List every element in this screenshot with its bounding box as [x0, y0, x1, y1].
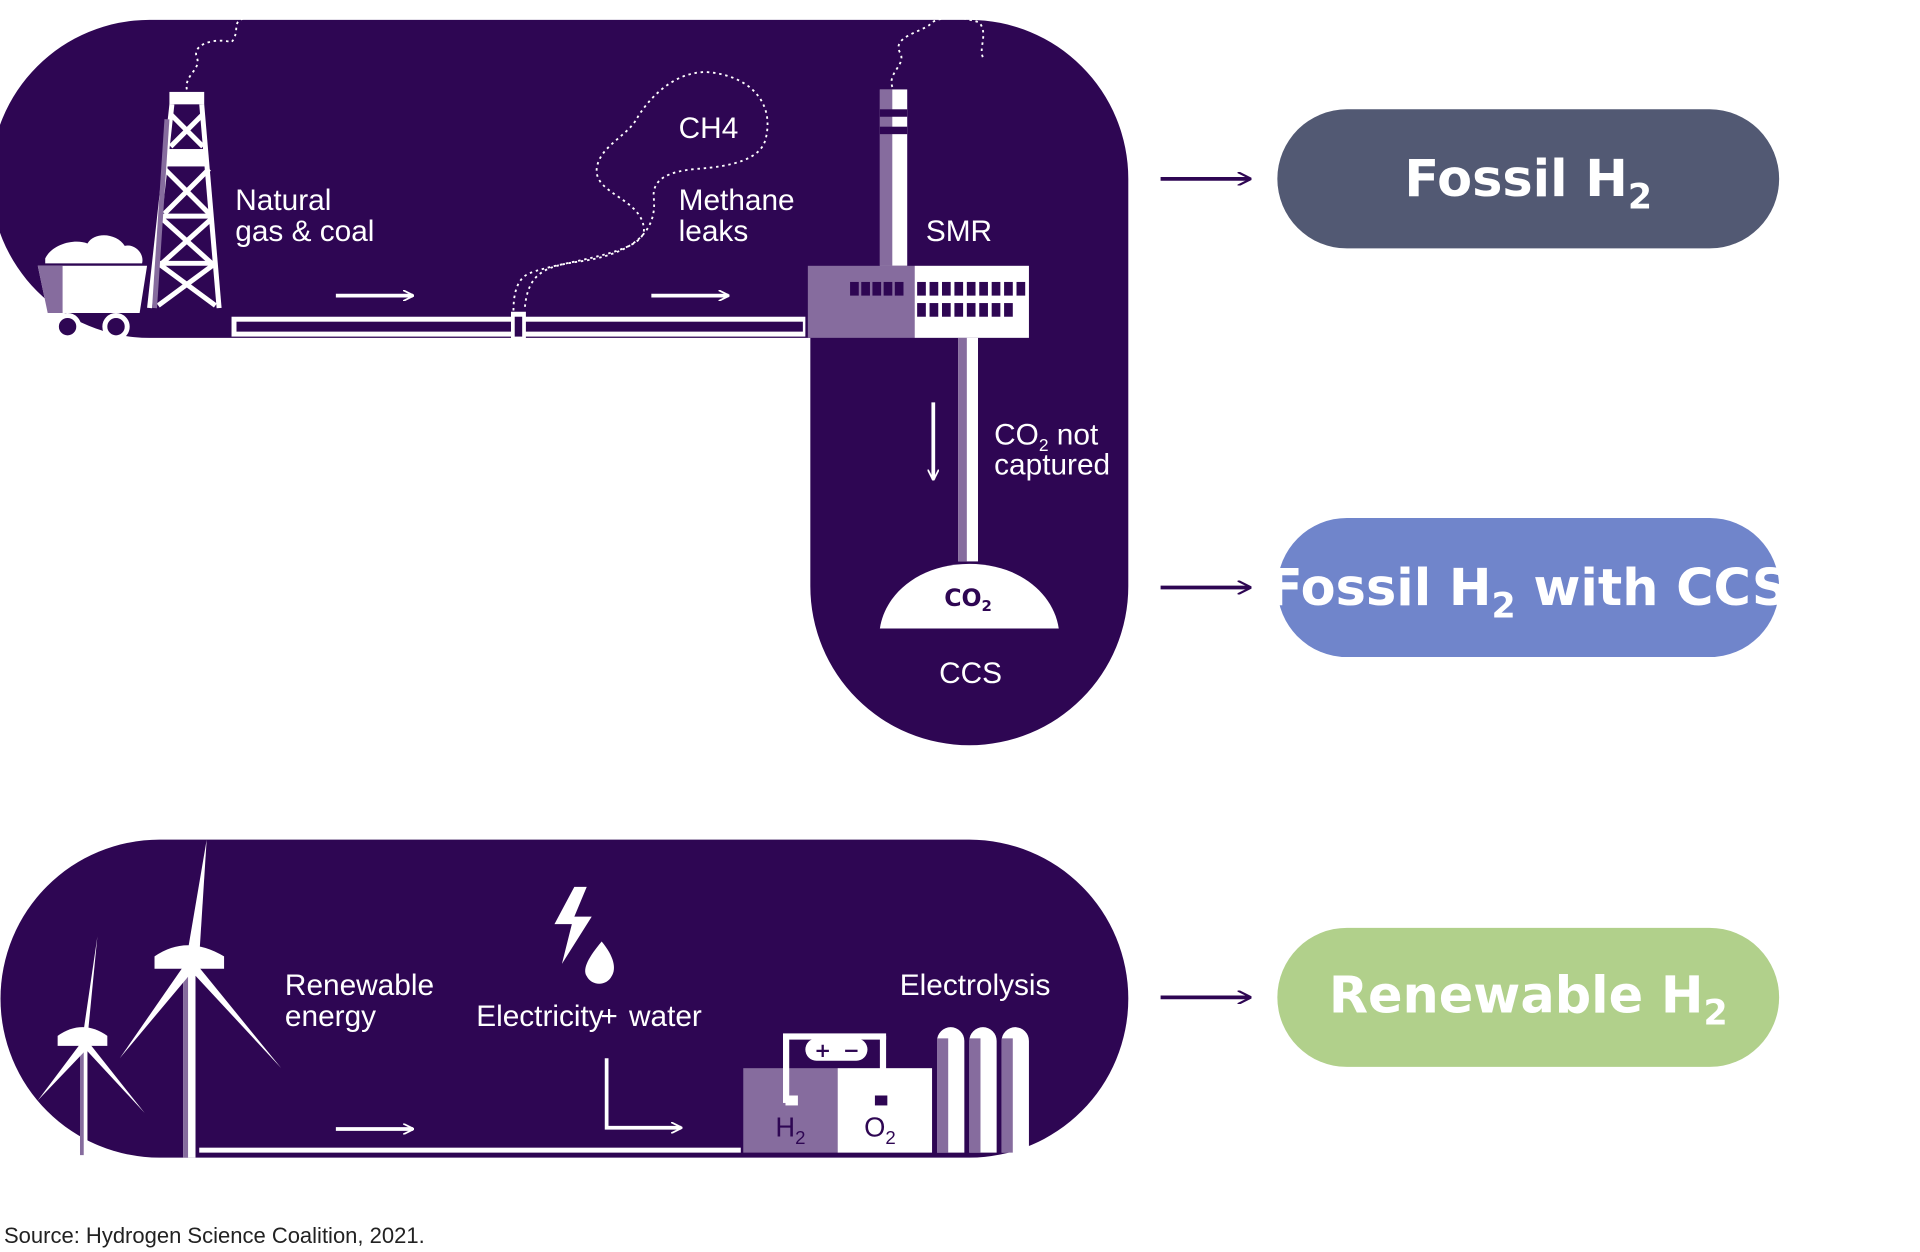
co2-not-subscript: 2: [1039, 435, 1049, 455]
electrolyzer-icon: + − H2 O2: [743, 1033, 933, 1153]
fossil-h2-ccs-pill: [1277, 517, 1780, 658]
plus-label: +: [600, 1000, 617, 1033]
co2-not-co: CO: [994, 419, 1039, 452]
fossil-h2-label: Fossil H2: [1404, 150, 1652, 217]
methane-leaks-label-line1: Methane: [679, 184, 795, 217]
fossil-panel-background: [0, 19, 1129, 746]
lightning-water-icon: [554, 886, 615, 984]
co2-not-rest: not: [1049, 419, 1099, 452]
oil-derrick-icon: [147, 16, 294, 309]
co2-storage-icon: CO2: [879, 337, 1059, 629]
source-caption: Source: Hydrogen Science Coalition, 2021…: [4, 1223, 425, 1248]
methane-leaks-label-line2: leaks: [679, 215, 749, 248]
water-label: water: [628, 1000, 702, 1033]
svg-text:O2: O2: [864, 1111, 896, 1147]
renewable-h2-label: Renewable H2: [1329, 966, 1728, 1033]
ccs-h2-main: Fossil H: [1268, 559, 1492, 618]
natural-gas-label-line1: Natural: [235, 184, 331, 217]
renewable-h2-pill: [1277, 927, 1780, 1067]
battery-plus-sign: +: [814, 1039, 831, 1062]
ccs-h2-subscript: 2: [1491, 586, 1515, 626]
renewable-h2-main: Renewable H: [1329, 966, 1704, 1025]
svg-text:CO2: CO2: [944, 584, 992, 615]
renewable-energy-label-line1: Renewable: [285, 969, 434, 1002]
pipeline-icon: [231, 71, 806, 342]
fossil-h2-subscript: 2: [1628, 178, 1652, 218]
electrolysis-label: Electrolysis: [900, 969, 1051, 1002]
coal-cart-icon: [37, 235, 148, 341]
renewable-energy-label-line2: energy: [285, 1000, 376, 1033]
svg-text:H2: H2: [775, 1111, 805, 1147]
h2-cell-label: H: [775, 1111, 795, 1142]
smr-label: SMR: [926, 215, 992, 248]
ccs-dome-co2-label: CO: [944, 584, 981, 612]
wind-turbine-icon: [37, 839, 282, 1158]
co2-not-captured-label-line1: CO2 not: [994, 419, 1099, 455]
ch4-label: CH4: [679, 112, 739, 145]
fossil-h2-ccs-label: Fossil H2 with CCS: [1268, 559, 1789, 626]
battery-minus-sign: −: [843, 1039, 860, 1062]
fossil-h2-main: Fossil H: [1404, 150, 1628, 209]
h2-cell-subscript: 2: [795, 1127, 805, 1148]
renewable-h2-subscript: 2: [1703, 994, 1727, 1034]
o2-cell-label: O: [864, 1111, 885, 1142]
ccs-dome-co2-subscript: 2: [982, 597, 992, 615]
flow-arrow-to-electrolysis: [604, 1058, 682, 1128]
ccs-h2-rest: with CCS: [1516, 559, 1789, 618]
fossil-h2-pill: [1277, 109, 1780, 249]
hydrogen-tanks-icon: [937, 1027, 1029, 1153]
ccs-label: CCS: [939, 657, 1002, 690]
electricity-label: Electricity: [476, 1000, 604, 1033]
natural-gas-label-line2: gas & coal: [235, 215, 374, 248]
smr-factory-icon: [807, 16, 1029, 338]
renewable-power-line: [199, 1147, 741, 1153]
o2-cell-subscript: 2: [885, 1127, 895, 1148]
co2-not-captured-label-line2: captured: [994, 448, 1110, 481]
